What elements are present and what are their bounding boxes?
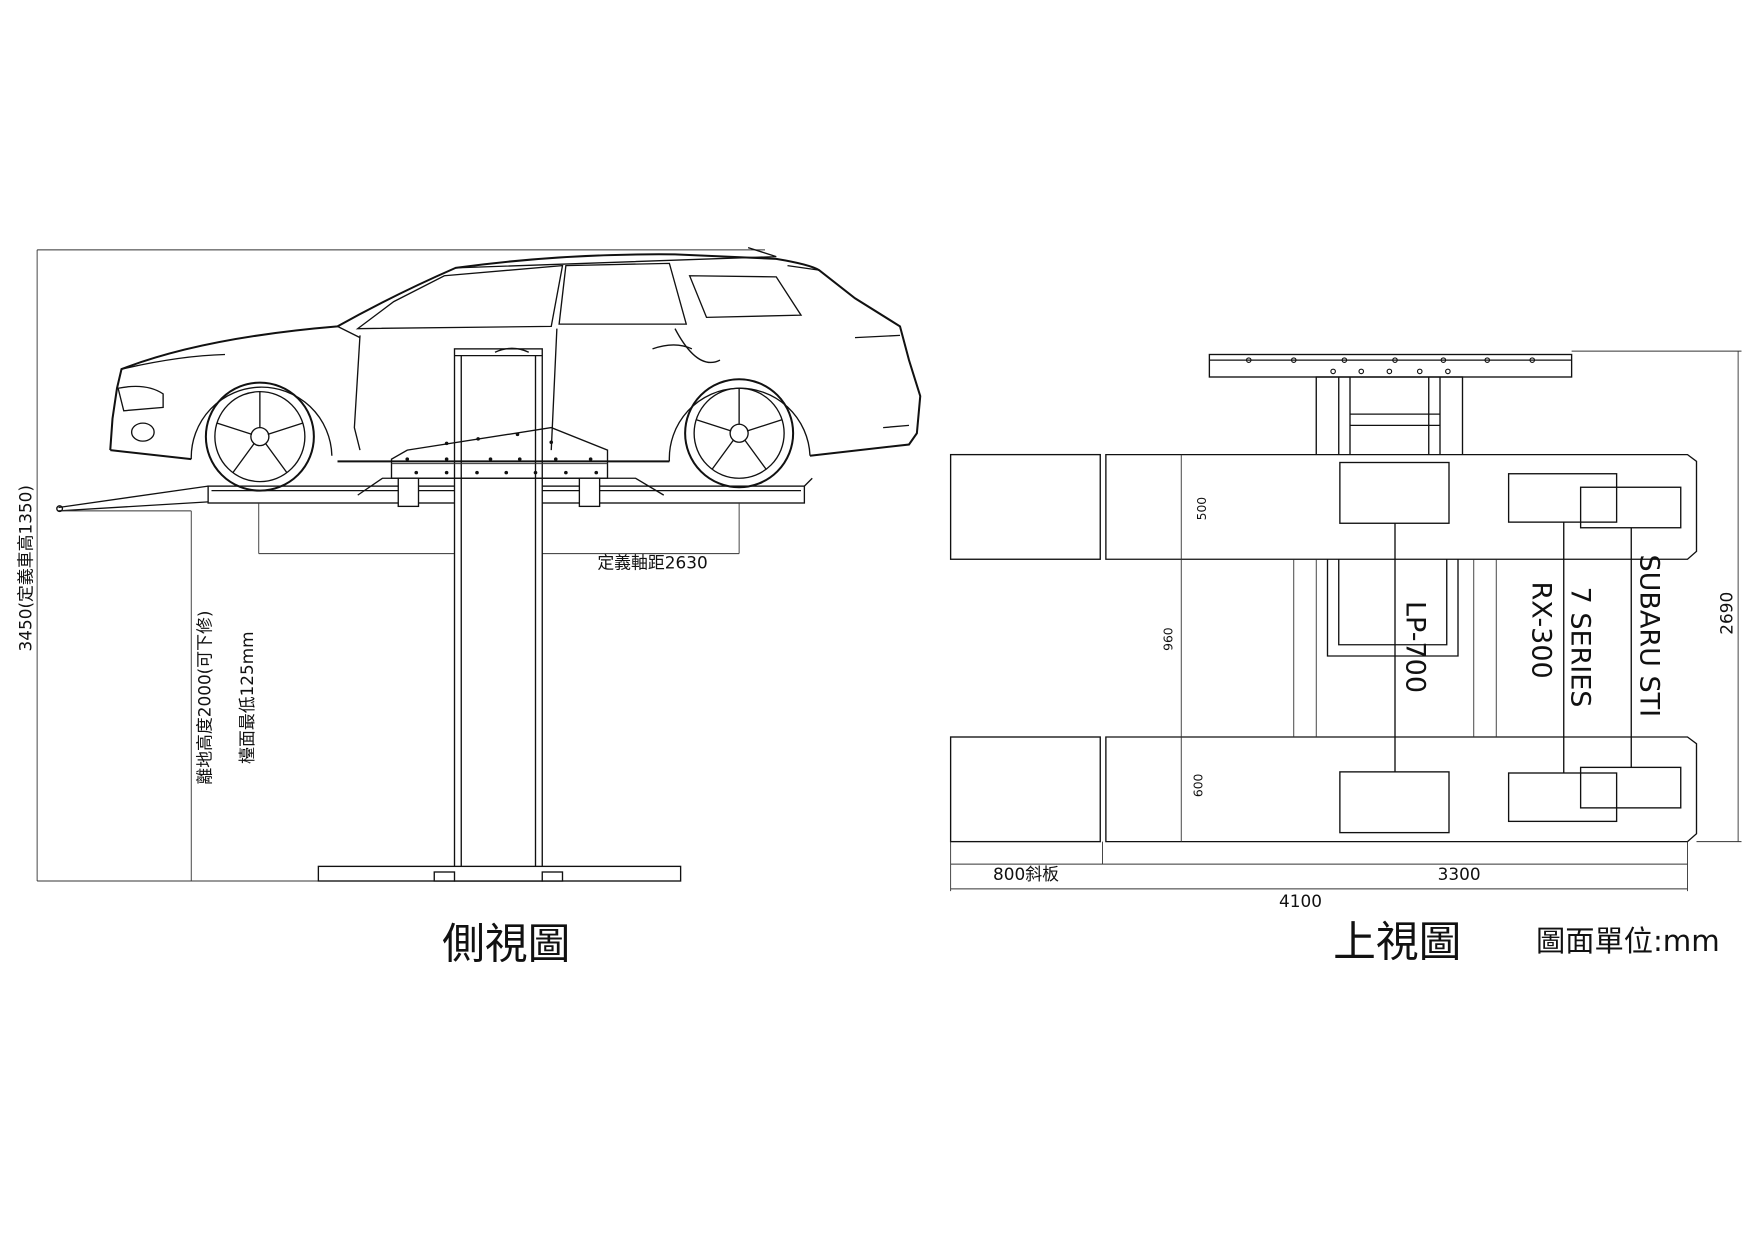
wheel-position-lp700: [1339, 461, 1450, 834]
ramp: [56, 485, 209, 513]
total-height-label: 3450(定義車高1350): [16, 485, 36, 651]
wheel-position-subaru: [1579, 486, 1682, 809]
top-view-title: 上視圖: [1333, 917, 1461, 967]
dim-500: 500: [1195, 497, 1209, 521]
side-view: 3450(定義車高1350) 離地高度2000(可下修) 檯面最低125mm 定…: [16, 246, 922, 970]
model-label-lp700: LP-700: [1399, 601, 1430, 693]
ramp-slab-top: [949, 453, 1101, 560]
foot-left: [433, 871, 456, 882]
rear-wheel: [684, 378, 795, 489]
lift-column: [453, 348, 543, 882]
model-label-subaru: SUBARU STI: [1633, 554, 1664, 717]
front-wheel: [204, 381, 315, 492]
car-side: [109, 246, 922, 492]
unit-note: 圖面單位:mm: [1536, 924, 1720, 958]
dim-960: 960: [1161, 627, 1175, 651]
ramp-length-label: 800斜板: [993, 864, 1059, 884]
runway-top: [1105, 453, 1698, 560]
top-view: LP-700 7 SERIES RX-300 SUBARU STI 500 96…: [949, 350, 1742, 967]
model-label-rx300: RX-300: [1525, 582, 1556, 679]
runway-length-label: 3300: [1438, 864, 1481, 884]
cross-structure: [1293, 559, 1497, 737]
foot-right: [541, 871, 564, 882]
platform-min-label: 檯面最低125mm: [237, 631, 257, 763]
ramp-slab-bottom: [949, 736, 1101, 843]
clearance-label: 離地高度2000(可下修): [194, 611, 214, 785]
total-length-label: 4100: [1279, 891, 1322, 911]
wheelbase-label: 定義軸距2630: [597, 552, 707, 572]
runway-bottom: [1105, 736, 1698, 843]
dim-600: 600: [1192, 773, 1206, 797]
dim-2690: 2690: [1717, 592, 1737, 635]
carriage: [357, 426, 665, 508]
wheel-position-7series: [1507, 473, 1618, 823]
model-label-7series: 7 SERIES: [1565, 587, 1596, 708]
base-plate: [317, 865, 682, 882]
side-view-title: 側視圖: [442, 920, 570, 970]
top-beam: [1208, 353, 1573, 457]
